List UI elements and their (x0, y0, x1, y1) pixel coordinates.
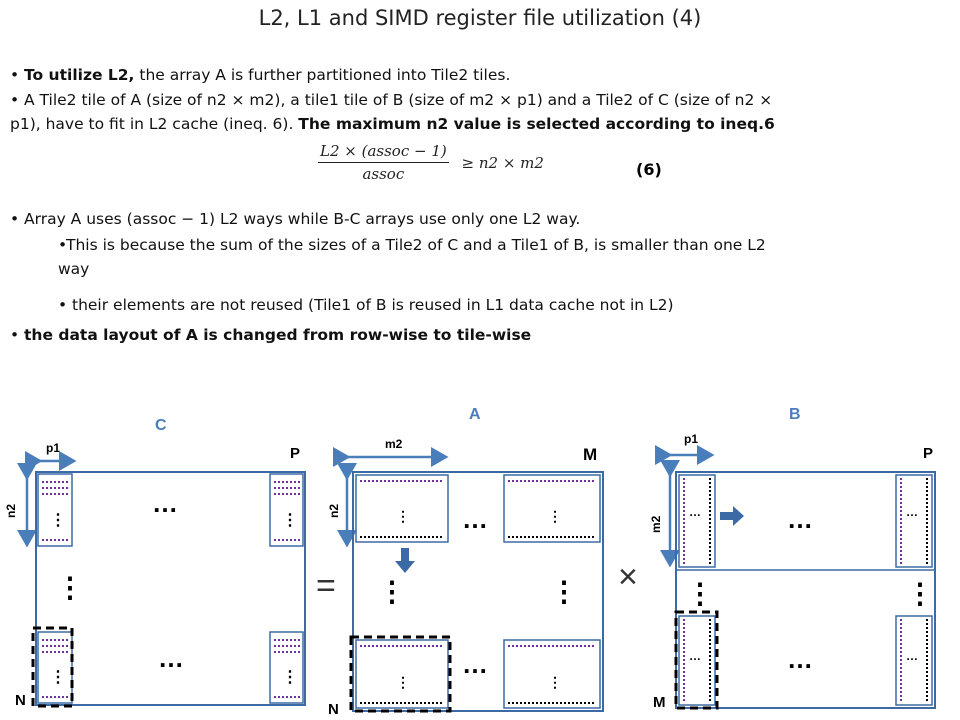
c-tile-dots-tl (42, 481, 68, 541)
b-hdots-bottom: … (787, 644, 813, 674)
b-tile-hdots-tl: … (689, 505, 701, 519)
a-M-label: M (583, 445, 597, 464)
formula-numerator: L2 × (assoc − 1) (318, 142, 449, 163)
a-n2-label: n2 (327, 504, 341, 518)
a-matrix-frame (352, 471, 604, 712)
b-vdots-right: ⋮ (906, 578, 934, 609)
b-m2-label: m2 (649, 515, 663, 533)
bullet-1-text: the array A is further partitioned into … (134, 66, 511, 84)
a-hdots-top: … (462, 504, 488, 534)
bullet-3: •Array A uses (assoc − 1) L2 ways while … (10, 210, 581, 228)
c-tile-vdots-bl: ⋮ (50, 669, 66, 686)
bullet-2: •A Tile2 tile of A (size of n2 × m2), a … (10, 91, 775, 133)
slide-title: L2, L1 and SIMD register file utilizatio… (258, 6, 702, 30)
b-P-label: P (923, 445, 933, 462)
c-hdots-bottom: … (158, 643, 184, 673)
a-tile-vdots-tr: ⋮ (548, 508, 562, 524)
sub-bullet-1-line1: This is because the sum of the sizes of … (66, 236, 766, 254)
b-right-arrow (720, 506, 744, 526)
b-selected-tile (674, 610, 719, 710)
equals-sign: = (316, 567, 336, 605)
c-hdots-top: … (152, 488, 178, 518)
a-vdots-left: ⋮ (378, 576, 406, 607)
b-tile-hdots-tr: … (906, 505, 918, 519)
formula-rhs: ≥ n2 × m2 (461, 153, 544, 172)
sub-bullet-1: •This is because the sum of the sizes of… (58, 236, 766, 278)
c-tile-dots-br (274, 639, 300, 698)
a-tile-vdots-br: ⋮ (548, 674, 562, 690)
a-tile-vdots-bl: ⋮ (396, 674, 410, 690)
c-tile-vdots-br: ⋮ (282, 669, 298, 686)
bullet-3-text: Array A uses (assoc − 1) L2 ways while B… (24, 210, 581, 228)
matrix-b: B p1 P m2 M … … … … (649, 406, 936, 711)
label-a: A (469, 406, 481, 423)
c-n2-label: n2 (4, 504, 18, 518)
a-down-arrow (395, 548, 415, 573)
b-hdots-top: … (787, 504, 813, 534)
b-p1-label: p1 (684, 432, 698, 446)
c-tile-vdots-tl: ⋮ (50, 512, 66, 529)
a-hdots-bottom: … (462, 649, 488, 679)
bullet-2-text: A Tile2 tile of A (size of n2 × m2), a t… (24, 91, 773, 109)
a-vdots-right: ⋮ (550, 576, 578, 607)
b-vdots-left: ⋮ (686, 578, 714, 609)
bullet-2-text-cont: p1), have to fit in L2 cache (ineq. 6). (10, 115, 299, 133)
b-tile-hdots-bl: … (689, 649, 701, 663)
inequality-6: L2 × (assoc − 1) assoc ≥ n2 × m2 (318, 142, 544, 183)
c-tile-vdots-tr: ⋮ (282, 512, 298, 529)
c-P-label: P (290, 445, 300, 462)
equation-number: (6) (636, 160, 662, 179)
a-tile-vdots-tl: ⋮ (396, 508, 410, 524)
b-tile-hdots-br: … (906, 649, 918, 663)
sub-bullet-1-line2: way (58, 260, 90, 278)
bullet-1-bold: To utilize L2, (24, 66, 135, 84)
c-selected-tile (31, 626, 74, 708)
sub-bullet-2: •their elements are not reused (Tile1 of… (58, 296, 674, 314)
c-vdots-left: ⋮ (56, 572, 84, 603)
matrix-a: A m2 M n2 N ⋮ ⋮ ⋮ ⋮ (327, 406, 604, 718)
b-matrix-frame (675, 471, 936, 709)
times-sign: × (618, 558, 638, 596)
a-m2-label: m2 (385, 437, 403, 451)
c-tile-dots-tr (274, 481, 300, 541)
label-b: B (789, 406, 801, 423)
a-selected-tile (349, 635, 452, 713)
c-tile-dots-bl (42, 639, 68, 698)
formula-denominator: assoc (362, 165, 405, 183)
b-M-label: M (653, 694, 666, 711)
bullet-2-bold: The maximum n2 value is selected accordi… (298, 115, 775, 133)
sub-bullet-2-text: their elements are not reused (Tile1 of … (72, 296, 674, 314)
matrix-c: C p1 P n2 N ⋮ ⋮ (4, 417, 306, 709)
bullet-4: •the data layout of A is changed from ro… (10, 326, 532, 344)
c-matrix-frame (35, 471, 306, 706)
bullet-1: •To utilize L2, the array A is further p… (10, 66, 511, 84)
label-c: C (155, 417, 167, 434)
c-N-label: N (15, 692, 26, 709)
a-N-label: N (328, 701, 339, 718)
c-p1-label: p1 (46, 441, 60, 455)
bullet-4-bold: the data layout of A is changed from row… (24, 326, 532, 344)
